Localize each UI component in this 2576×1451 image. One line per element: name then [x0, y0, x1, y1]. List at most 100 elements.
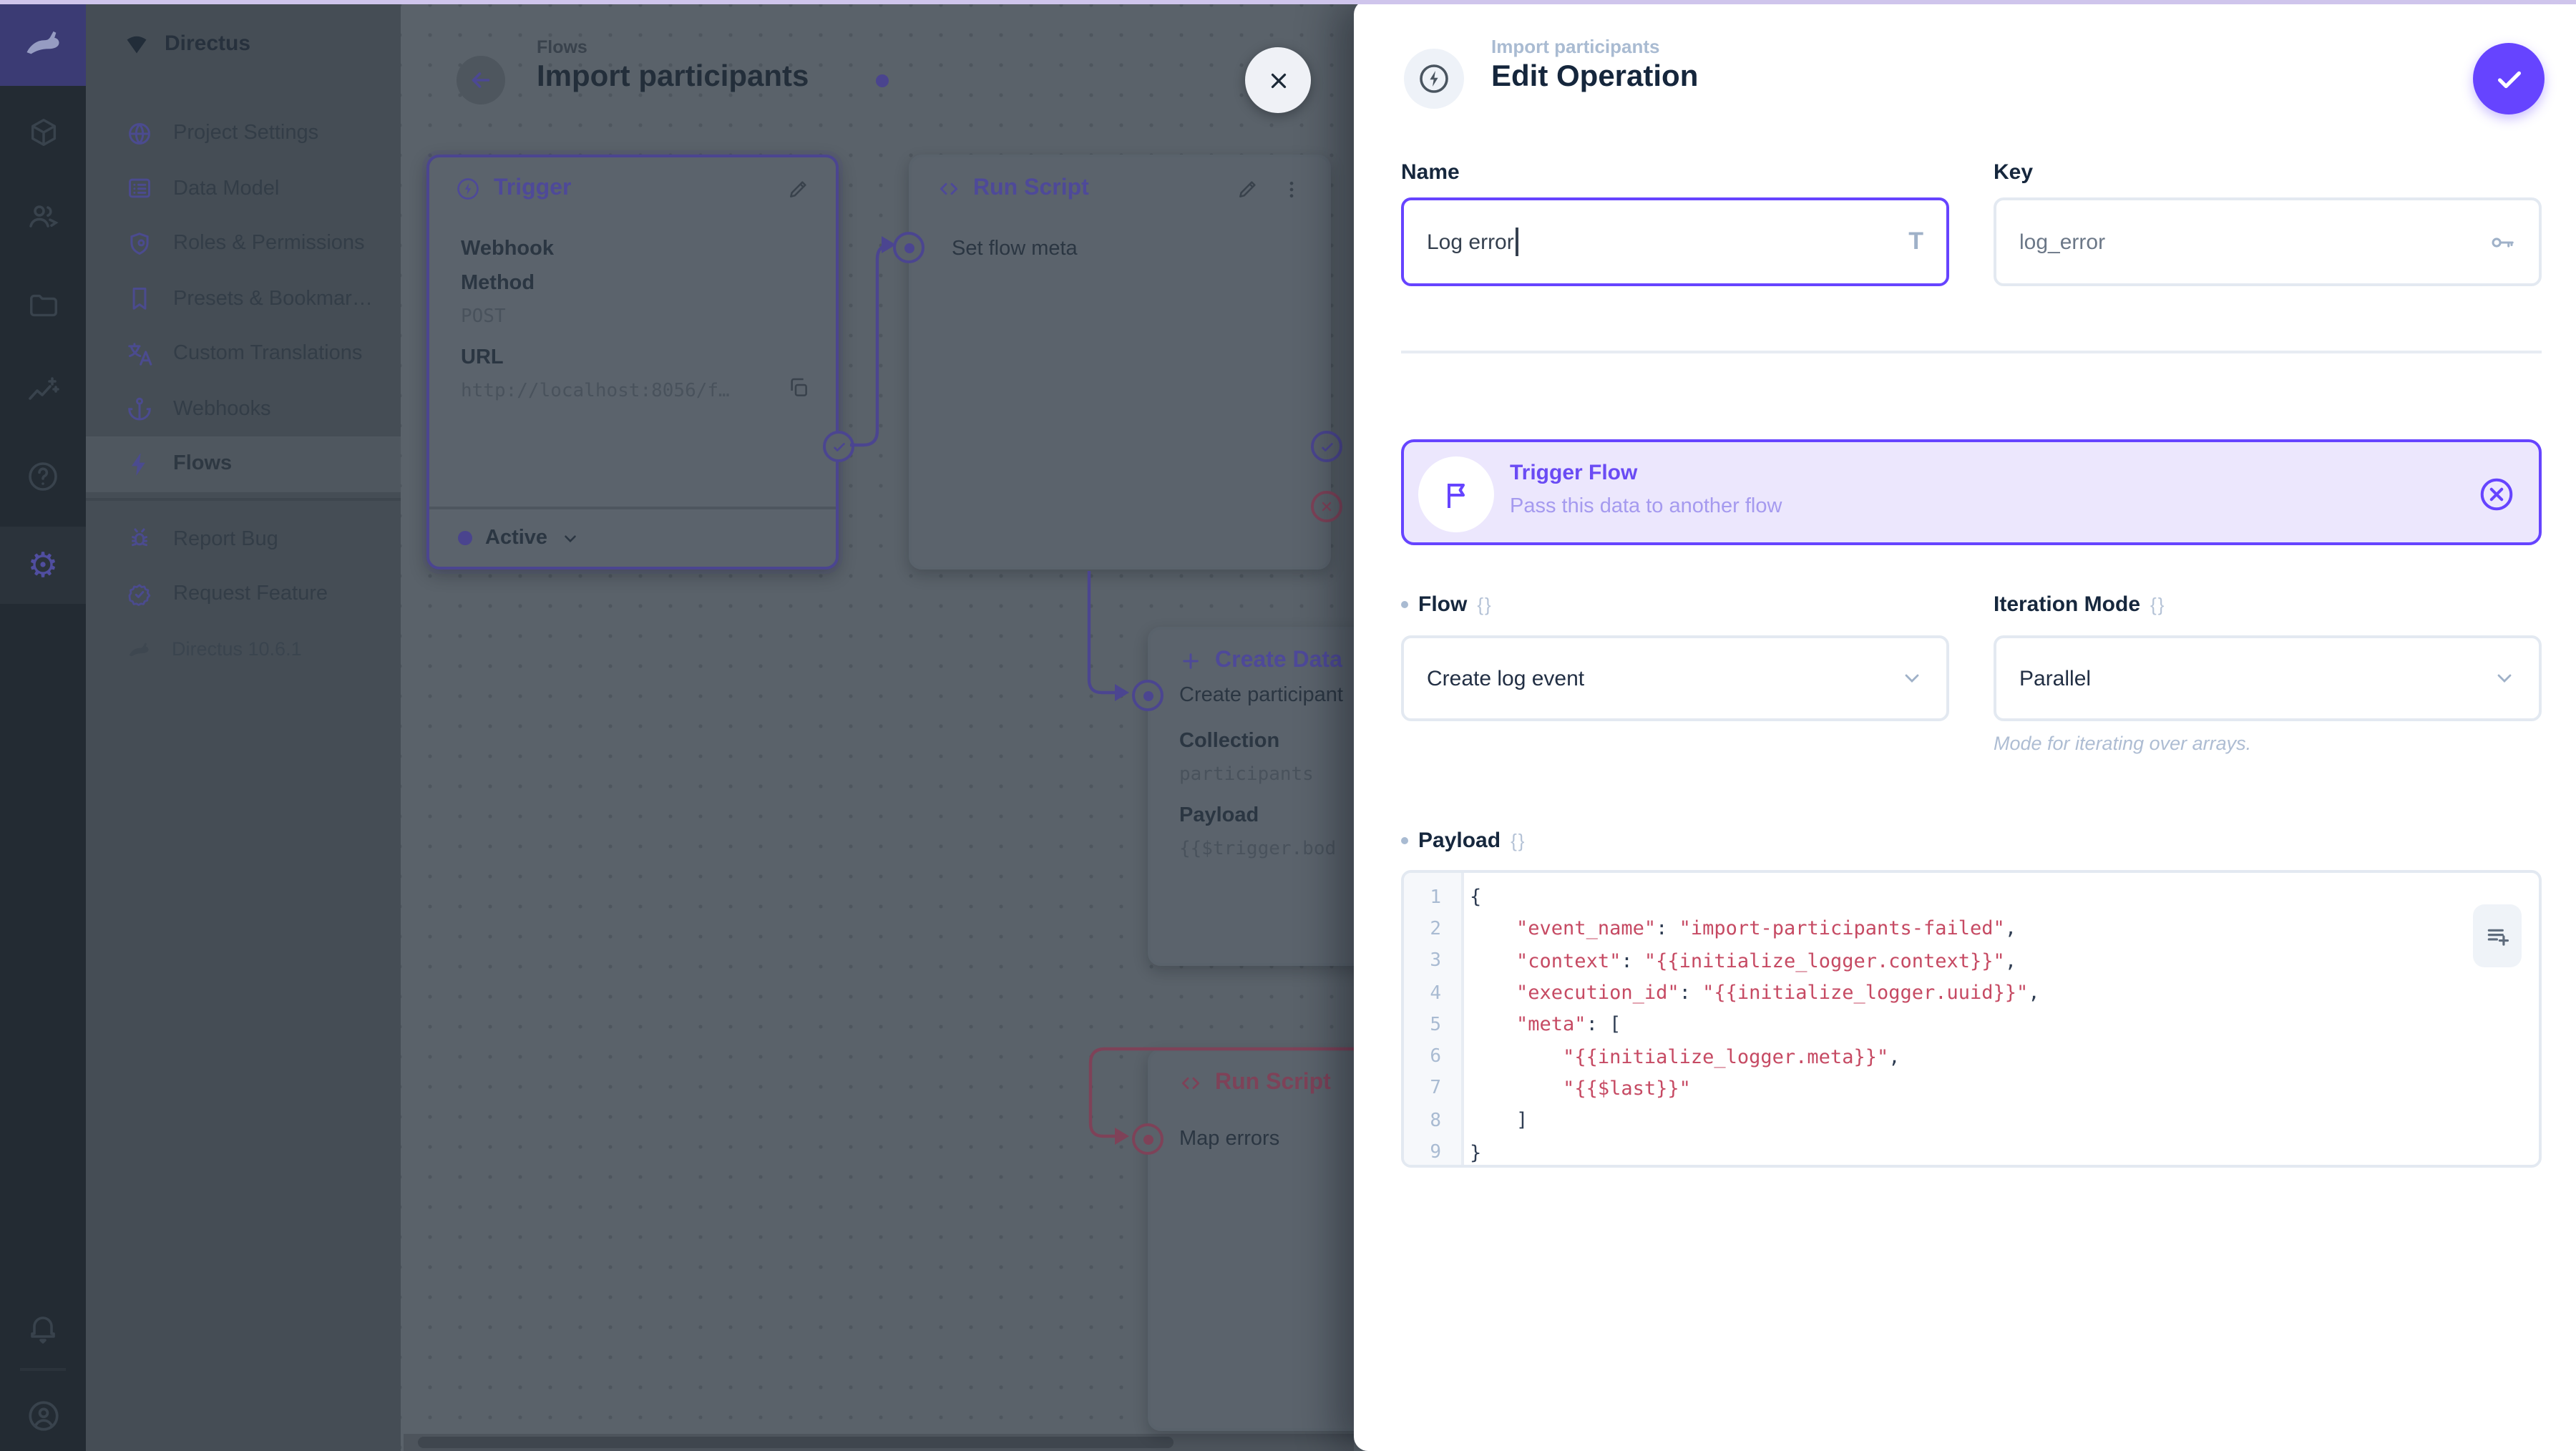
method-label: Method — [461, 272, 535, 295]
module-insights[interactable] — [0, 353, 86, 428]
resolve-connector[interactable] — [823, 431, 854, 462]
module-users[interactable] — [0, 179, 86, 253]
reject-connector[interactable] — [1311, 491, 1342, 522]
module-help[interactable] — [0, 439, 86, 514]
iteration-mode-value: Parallel — [2019, 666, 2092, 690]
flow-value: Create log event — [1427, 666, 1585, 690]
nav-item-custom-translations[interactable]: Custom Translations — [86, 326, 401, 381]
editor-options-button[interactable] — [2473, 904, 2522, 967]
node-run-script[interactable]: Run Script Set flow meta — [893, 155, 1342, 570]
node-title: Run Script — [973, 176, 1089, 200]
nav-item-roles-permissions[interactable]: Roles & Permissions — [86, 216, 401, 271]
nav-item-request-feature[interactable]: Request Feature — [86, 567, 401, 622]
key-label: Key — [1994, 160, 2034, 185]
project-switcher[interactable]: Directus — [86, 0, 401, 86]
module-settings-active[interactable]: ⚙ — [0, 527, 86, 604]
node-trigger[interactable]: Trigger Webhook Method POST URL http://l… — [426, 155, 854, 570]
gear-icon: ⚙ — [27, 546, 59, 585]
top-edge-strip — [0, 0, 2576, 4]
notifications-button[interactable] — [0, 1291, 86, 1365]
kebab-menu-icon[interactable] — [1281, 178, 1302, 200]
horizontal-scrollbar[interactable] — [404, 1434, 1354, 1451]
iteration-mode-select[interactable]: Parallel — [1994, 635, 2542, 721]
account-icon — [28, 1400, 58, 1430]
collection-value: participants — [1179, 764, 1314, 786]
nav-item-flows[interactable]: Flows — [86, 436, 401, 492]
input-connector[interactable] — [1132, 680, 1163, 711]
chevron-down-icon — [560, 529, 579, 547]
pencil-icon[interactable] — [1236, 177, 1259, 200]
chevron-down-icon — [2493, 667, 2516, 690]
arrow-left-icon — [468, 67, 494, 93]
breadcrumb: Flows — [537, 37, 587, 57]
node-title: Trigger — [494, 176, 572, 200]
nav-item-report-bug[interactable]: Report Bug — [86, 512, 401, 567]
payload-code-editor[interactable]: 1{ 2 "event_name": "import-participants-… — [1401, 870, 2542, 1168]
node-footer-divider — [429, 507, 836, 509]
code-icon — [937, 177, 960, 200]
close-drawer-button[interactable] — [1245, 47, 1311, 113]
resolve-connector[interactable] — [1311, 431, 1342, 462]
module-files[interactable] — [0, 268, 86, 342]
code-line: 1{ — [1430, 886, 1482, 909]
nav-item-presets-bookmarks[interactable]: Presets & Bookmar… — [86, 271, 401, 326]
check-icon — [2497, 70, 2521, 88]
edit-operation-drawer: Import participants Edit Operation Name … — [1354, 0, 2576, 1451]
copy-icon[interactable] — [787, 376, 810, 399]
input-connector[interactable] — [1132, 1123, 1163, 1155]
status-toggle[interactable]: Active — [458, 527, 579, 549]
insights-icon — [29, 377, 59, 400]
plus-icon — [1179, 650, 1202, 673]
anchor-icon — [126, 396, 153, 423]
payload-value: {{$trigger.bod — [1179, 839, 1337, 860]
collection-label: Collection — [1179, 730, 1280, 753]
trigger-type: Webhook — [461, 238, 554, 260]
nav-item-project-settings[interactable]: Project Settings — [86, 106, 401, 161]
playlist-add-icon — [2487, 928, 2509, 945]
name-input[interactable]: Log error T — [1401, 197, 1949, 286]
deselect-icon[interactable] — [2477, 475, 2516, 514]
text-cursor — [1515, 228, 1518, 256]
save-button[interactable] — [2473, 43, 2545, 114]
banner-title: Trigger Flow — [1510, 461, 1638, 485]
drawer-breadcrumb: Import participants — [1491, 36, 1660, 57]
scrollbar-thumb[interactable] — [418, 1437, 1174, 1448]
module-content[interactable] — [0, 94, 86, 169]
nav-item-webhooks[interactable]: Webhooks — [86, 381, 401, 436]
user-avatar[interactable] — [0, 1378, 86, 1451]
trigger-flow-banner[interactable]: Trigger Flow Pass this data to another f… — [1401, 439, 2542, 545]
shield-user-icon — [126, 230, 153, 258]
translate-icon — [126, 341, 153, 368]
node-map-errors[interactable]: Run Script Map errors — [1132, 1049, 1374, 1431]
key-value: log_error — [2019, 230, 2106, 254]
name-label: Name — [1401, 160, 1460, 185]
back-button[interactable] — [457, 56, 505, 104]
flow-select[interactable]: Create log event — [1401, 635, 1949, 721]
status-label: Active — [485, 527, 548, 549]
settings-nav: Directus Project Settings Data Model Rol… — [86, 0, 401, 1451]
input-connector[interactable] — [893, 232, 924, 263]
pencil-icon[interactable] — [787, 177, 810, 200]
raw-value-icon: {} — [1477, 594, 1493, 615]
text-format-icon: T — [1908, 228, 1923, 255]
editor-gutter — [1404, 873, 1464, 1165]
bolt-circle-icon — [455, 176, 481, 202]
rabbit-icon — [126, 637, 152, 663]
operation-name: Map errors — [1179, 1128, 1280, 1150]
directus-logo[interactable] — [0, 0, 86, 86]
payload-label: Payload — [1179, 804, 1259, 827]
project-name: Directus — [165, 31, 251, 55]
folder-icon — [29, 293, 57, 316]
nav-divider — [86, 497, 401, 500]
node-title: Create Data — [1215, 648, 1342, 673]
nav-item-data-model[interactable]: Data Model — [86, 161, 401, 216]
node-create-data[interactable]: Create Data Create participant Collectio… — [1132, 627, 1374, 966]
code-line: 9} — [1430, 1141, 1482, 1165]
flag-circle — [1418, 456, 1494, 532]
key-input[interactable]: log_error — [1994, 197, 2542, 286]
bug-icon — [126, 526, 153, 553]
module-divider — [20, 1368, 66, 1371]
raw-value-icon: {} — [1511, 830, 1526, 851]
iteration-mode-label: Iteration Mode {} — [1994, 592, 2166, 617]
bolt-circle-icon — [1420, 64, 1448, 93]
